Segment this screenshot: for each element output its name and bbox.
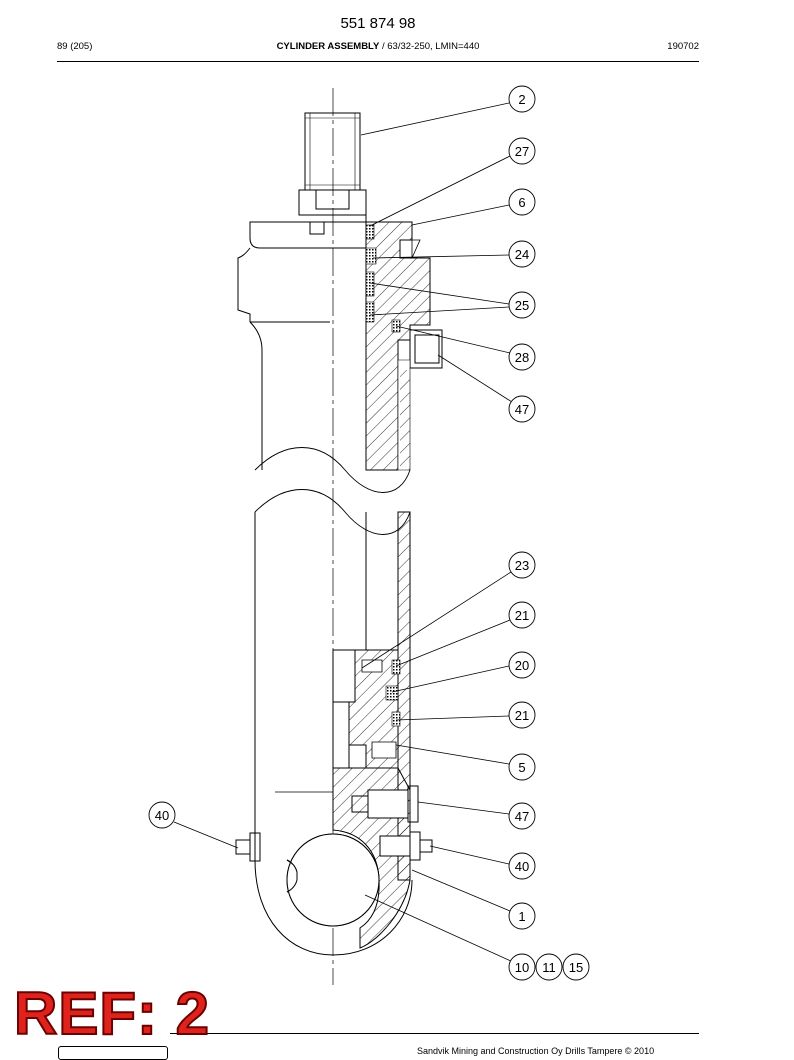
callout-label: 40 — [155, 808, 169, 823]
callout-11: 11 — [535, 953, 563, 981]
callout-label: 23 — [515, 558, 529, 573]
callout-label: 21 — [515, 608, 529, 623]
callout-label: 24 — [515, 247, 529, 262]
callout-label: 27 — [515, 144, 529, 159]
header-rule — [57, 61, 699, 62]
title-spec: / 63/32-250, LMIN=440 — [379, 41, 480, 52]
callout-10: 10 — [508, 953, 536, 981]
title-main: CYLINDER ASSEMBLY — [276, 41, 380, 52]
callout-label: 47 — [515, 809, 529, 824]
callout-24: 24 — [508, 240, 536, 268]
callout-23: 23 — [508, 551, 536, 579]
callout-label: 20 — [515, 658, 529, 673]
callout-6: 6 — [508, 188, 536, 216]
callout-label: 15 — [569, 960, 583, 975]
callout-label: 40 — [515, 859, 529, 874]
callout-15: 15 — [562, 953, 590, 981]
callout-label: 5 — [518, 760, 525, 775]
callout-47-lower: 47 — [508, 802, 536, 830]
callout-label: 10 — [515, 960, 529, 975]
footer-rule — [170, 1033, 699, 1034]
ref-stamp: REF: 2 — [13, 980, 211, 1047]
footer-copyright: Sandvik Mining and Construction Oy Drill… — [417, 1046, 655, 1056]
callout-label: 21 — [515, 708, 529, 723]
callout-28: 28 — [508, 343, 536, 371]
callout-20: 20 — [508, 651, 536, 679]
callout-label: 2 — [518, 92, 525, 107]
callout-47-upper: 47 — [508, 395, 536, 423]
callout-label: 1 — [518, 909, 525, 924]
callout-label: 6 — [518, 195, 525, 210]
callout-21-lower: 21 — [508, 701, 536, 729]
callout-2: 2 — [508, 85, 536, 113]
callout-label: 11 — [542, 960, 556, 975]
callout-label: 25 — [515, 298, 529, 313]
document-title: CYLINDER ASSEMBLY / 63/32-250, LMIN=440 — [0, 41, 756, 52]
callout-label: 28 — [515, 350, 529, 365]
callout-27: 27 — [508, 137, 536, 165]
callout-1: 1 — [508, 902, 536, 930]
callout-21-upper: 21 — [508, 601, 536, 629]
company-logo — [58, 1046, 168, 1060]
part-number: 551 874 98 — [340, 15, 416, 32]
callout-25: 25 — [508, 291, 536, 319]
page-indicator: 89 (205) — [57, 41, 93, 52]
callout-40-left: 40 — [148, 801, 176, 829]
date-code: 190702 — [667, 41, 699, 52]
callout-40-right: 40 — [508, 852, 536, 880]
callout-label: 47 — [515, 402, 529, 417]
callout-5: 5 — [508, 753, 536, 781]
